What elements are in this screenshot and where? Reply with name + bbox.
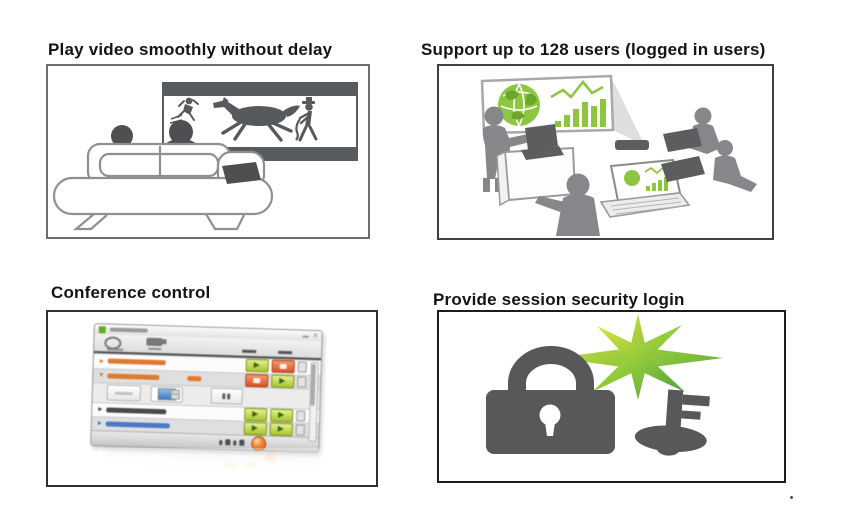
blank-preview-thumbnail [106, 384, 142, 402]
status-glyph [239, 439, 245, 446]
close-icon: ✕ [311, 332, 318, 340]
keyhole [539, 404, 561, 436]
play-button-icon [243, 421, 267, 436]
app-icon [98, 325, 106, 334]
laptop-icon [222, 162, 261, 184]
attendee-laptop-icon [599, 158, 691, 218]
whiteboard [480, 74, 615, 135]
row-status-placeholder [187, 375, 202, 382]
minimize-icon [302, 335, 309, 338]
more-button-icon [297, 361, 307, 374]
podium-laptop-icon [521, 124, 564, 160]
screen-preview-thumbnail [150, 385, 184, 403]
reflection-fade [98, 448, 328, 480]
more-button-icon [297, 376, 307, 388]
horse-video-content [169, 97, 318, 142]
feature-image-support-users [437, 64, 774, 240]
globe-icon [498, 83, 540, 127]
play-button-icon [269, 408, 294, 423]
more-button-icon [295, 424, 305, 436]
app-window: ✕ ▸ ▾ ▮▮ [90, 323, 323, 454]
laptop-right-bottom-icon [661, 156, 705, 182]
row-label-placeholder [107, 358, 166, 366]
feature-image-play-video [46, 64, 370, 239]
row-label-placeholder [105, 421, 170, 429]
column-header-mark [242, 350, 257, 354]
laptop-right-top-icon [663, 128, 702, 152]
refresh-tool-icon [104, 336, 122, 351]
row-label-placeholder [106, 407, 167, 415]
pause-button-icon: ▮▮ [210, 387, 244, 405]
padlock-icon [486, 346, 615, 454]
camera-tool-icon [146, 338, 163, 347]
projector-beam [611, 77, 645, 146]
couch-icon [52, 142, 274, 231]
row-marker-icon: ▸ [97, 418, 103, 428]
row-marker-icon: ▸ [99, 356, 104, 366]
play-button-icon [244, 407, 268, 422]
line-chart-icon [550, 79, 604, 99]
row-label-placeholder [107, 373, 160, 380]
status-glyph [225, 439, 231, 446]
conference-control-app-screenshot: ✕ ▸ ▾ ▮▮ [48, 312, 376, 485]
column-header-mark [278, 351, 293, 355]
attendee-right-bottom [713, 140, 757, 192]
projector-icon [615, 140, 649, 150]
stop-button-icon [245, 373, 269, 388]
bar-chart-icon [555, 99, 606, 127]
row-marker-icon: ▸ [98, 404, 103, 414]
status-glyph [233, 439, 237, 446]
stray-dot-artifact [790, 496, 793, 499]
feature-image-security-login [437, 310, 786, 483]
row-marker-icon: ▾ [99, 370, 104, 380]
status-glyph [219, 439, 223, 445]
attendee-center [535, 173, 600, 236]
play-button-icon [269, 422, 293, 437]
tv-audience-illustration [52, 82, 358, 231]
play-button-icon [245, 359, 269, 373]
key-icon [634, 389, 710, 456]
stop-button-icon [271, 360, 295, 374]
sparkle-star-icon [555, 314, 723, 400]
feature-image-conference-control: ✕ ▸ ▾ ▮▮ [46, 310, 378, 487]
feature-title-play-video: Play video smoothly without delay [48, 40, 333, 60]
feature-title-conference-control: Conference control [51, 283, 211, 303]
padlock-key-sparkle-illustration [486, 314, 723, 456]
meeting-presentation-illustration [480, 74, 757, 236]
window-controls: ✕ [302, 332, 318, 340]
more-button-icon [296, 410, 306, 422]
scrollbar-thumb [310, 363, 316, 406]
horse-icon [213, 97, 300, 142]
play-button-icon [271, 374, 295, 388]
feature-title-security-login: Provide session security login [433, 290, 685, 310]
app-title-placeholder [109, 327, 148, 333]
feature-title-support-users: Support up to 128 users (logged in users… [421, 40, 766, 60]
cowboy-icon [295, 97, 318, 142]
